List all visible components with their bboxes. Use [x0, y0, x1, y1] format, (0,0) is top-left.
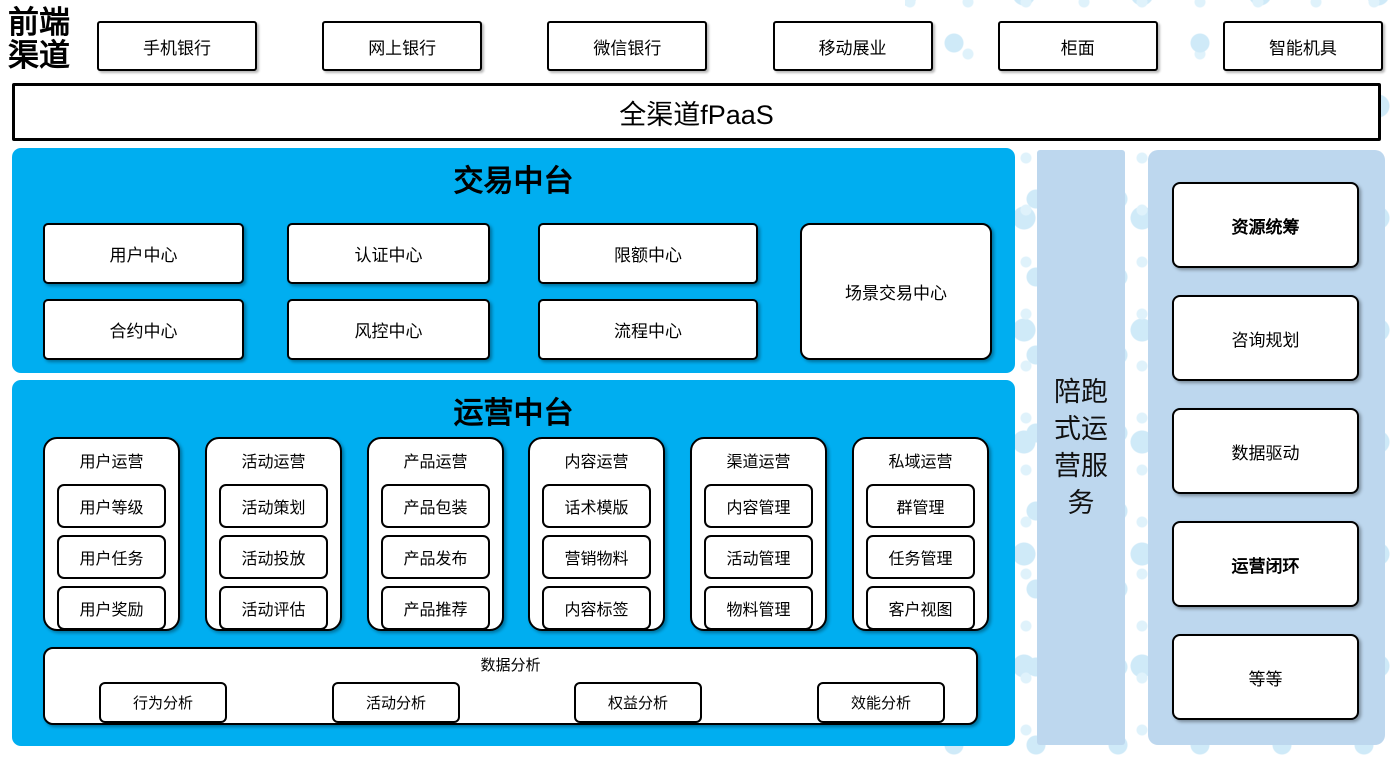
service-consulting-planning: 咨询规划 [1172, 295, 1359, 381]
group-item: 活动管理 [704, 535, 813, 579]
center-contract: 合约中心 [43, 299, 244, 360]
data-analytics-title: 数据分析 [480, 657, 541, 674]
front-channels-label: 前端渠道 [8, 5, 70, 73]
group-item: 产品发布 [381, 535, 490, 579]
group-item: 物料管理 [704, 586, 813, 630]
group-items: 内容管理 活动管理 物料管理 [692, 484, 825, 630]
group-items: 产品包装 产品发布 产品推荐 [369, 484, 502, 630]
group-item: 活动评估 [219, 586, 328, 630]
omnichannel-fpaas-bar: 全渠道fPaaS [12, 83, 1381, 141]
group-item: 营销物料 [542, 535, 651, 579]
transaction-platform-block: 交易中台 用户中心 认证中心 限额中心 合约中心 风控中心 流程中心 场景交易中… [12, 148, 1015, 373]
group-items: 用户等级 用户任务 用户奖励 [45, 484, 178, 630]
group-item: 客户视图 [866, 586, 975, 630]
group-item: 内容标签 [542, 586, 651, 630]
group-item: 用户等级 [57, 484, 166, 528]
group-items: 群管理 任务管理 客户视图 [854, 484, 987, 630]
group-channel-operation: 渠道运营 内容管理 活动管理 物料管理 [690, 437, 827, 631]
group-items: 话术模版 营销物料 内容标签 [530, 484, 663, 630]
group-user-operation: 用户运营 用户等级 用户任务 用户奖励 [43, 437, 180, 631]
accompanying-operation-service-label: 陪跑式运营服务 [1054, 376, 1108, 518]
group-private-domain-operation: 私域运营 群管理 任务管理 客户视图 [852, 437, 989, 631]
group-item: 群管理 [866, 484, 975, 528]
group-item: 产品推荐 [381, 586, 490, 630]
group-title: 活动运营 [241, 454, 306, 471]
group-product-operation: 产品运营 产品包装 产品发布 产品推荐 [367, 437, 504, 631]
channel-online-banking: 网上银行 [322, 21, 483, 71]
channel-mobile-banking: 手机银行 [97, 21, 257, 71]
data-analytics-box: 数据分析 行为分析 活动分析 权益分析 效能分析 [43, 647, 978, 725]
operation-platform-block: 运营中台 用户运营 用户等级 用户任务 用户奖励 活动运营 活动策划 活动投放 … [12, 380, 1015, 746]
group-item: 用户任务 [57, 535, 166, 579]
group-item: 用户奖励 [57, 586, 166, 630]
transaction-platform-title: 交易中台 [453, 165, 574, 198]
center-process: 流程中心 [538, 299, 758, 360]
channel-wechat-banking: 微信银行 [547, 21, 708, 71]
group-item: 活动策划 [219, 484, 328, 528]
analytics-behavior: 行为分析 [99, 682, 227, 723]
group-item: 话术模版 [542, 484, 651, 528]
group-title: 产品运营 [403, 454, 468, 471]
group-item: 任务管理 [866, 535, 975, 579]
group-items: 活动策划 活动投放 活动评估 [207, 484, 340, 630]
group-item: 活动投放 [219, 535, 328, 579]
group-title: 私域运营 [888, 454, 953, 471]
center-user: 用户中心 [43, 223, 244, 284]
group-content-operation: 内容运营 话术模版 营销物料 内容标签 [528, 437, 665, 631]
channel-counter: 柜面 [997, 21, 1158, 71]
group-title: 用户运营 [79, 454, 144, 471]
front-channels-row: 手机银行 网上银行 微信银行 移动展业 柜面 智能机具 [97, 21, 1383, 71]
center-authentication: 认证中心 [287, 223, 490, 284]
group-item: 产品包装 [381, 484, 490, 528]
service-items-panel: 资源统筹 咨询规划 数据驱动 运营闭环 等等 [1148, 150, 1385, 745]
operation-platform-title: 运营中台 [453, 397, 574, 430]
center-limit: 限额中心 [538, 223, 758, 284]
service-operation-closed-loop: 运营闭环 [1172, 521, 1359, 607]
channel-mobile-marketing: 移动展业 [772, 21, 933, 71]
accompanying-operation-service-strip: 陪跑式运营服务 [1037, 150, 1125, 745]
group-activity-operation: 活动运营 活动策划 活动投放 活动评估 [205, 437, 342, 631]
group-title: 渠道运营 [726, 454, 791, 471]
service-data-driven: 数据驱动 [1172, 408, 1359, 494]
service-resource-coordination: 资源统筹 [1172, 182, 1359, 268]
analytics-benefit: 权益分析 [574, 682, 702, 723]
analytics-activity: 活动分析 [332, 682, 460, 723]
channel-smart-devices: 智能机具 [1222, 21, 1383, 71]
group-title: 内容运营 [564, 454, 629, 471]
center-risk-control: 风控中心 [287, 299, 490, 360]
analytics-efficiency: 效能分析 [817, 682, 945, 723]
center-scene-transaction: 场景交易中心 [800, 223, 992, 360]
group-item: 内容管理 [704, 484, 813, 528]
service-etc: 等等 [1172, 634, 1359, 720]
